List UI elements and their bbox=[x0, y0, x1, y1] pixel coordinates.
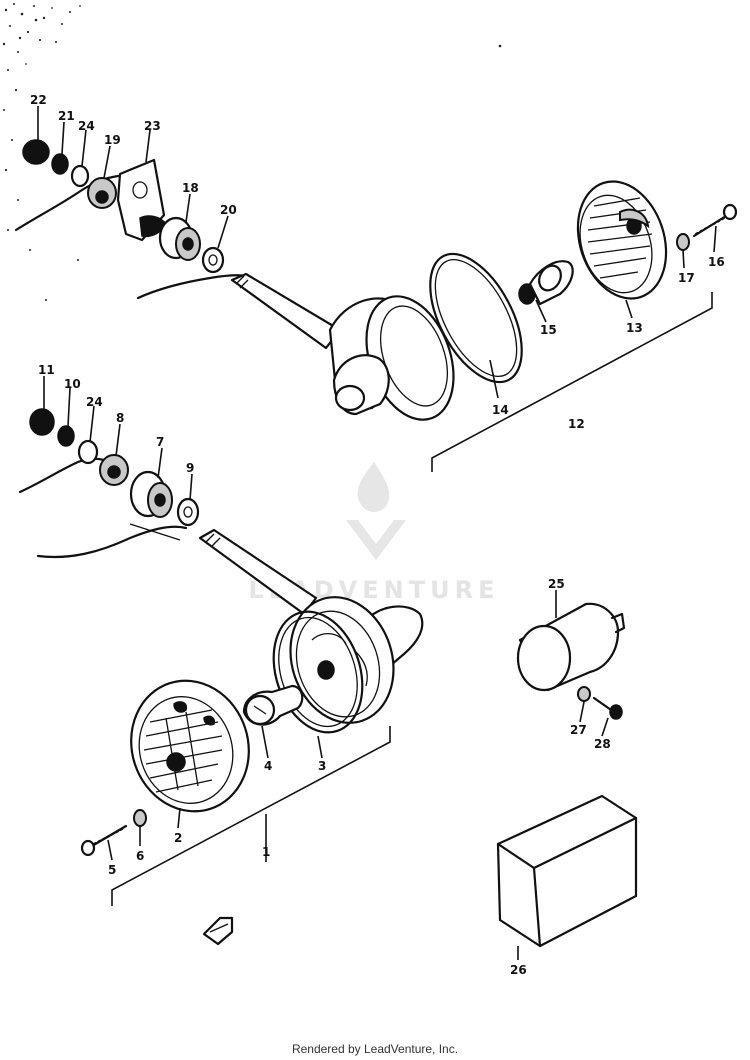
label-17: 17 bbox=[678, 271, 695, 285]
label-18: 18 bbox=[182, 181, 199, 195]
label-23: 23 bbox=[144, 119, 161, 133]
part-25-relay-cap bbox=[516, 624, 572, 692]
part-22-cap bbox=[22, 139, 50, 165]
label-2: 2 bbox=[174, 831, 182, 845]
label-14: 14 bbox=[492, 403, 509, 417]
label-9: 9 bbox=[186, 461, 194, 475]
part-labels: 22 21 24 19 23 18 20 14 15 13 17 16 12 1… bbox=[30, 93, 725, 977]
part-21-nut bbox=[51, 153, 69, 175]
label-24-upper: 24 bbox=[78, 119, 95, 133]
label-13: 13 bbox=[626, 321, 643, 335]
part-24b-washer bbox=[77, 439, 99, 465]
label-20: 20 bbox=[220, 203, 237, 217]
label-24-lower: 24 bbox=[86, 395, 103, 409]
label-27: 27 bbox=[570, 723, 587, 737]
label-10: 10 bbox=[64, 377, 81, 391]
lower-housing-flange bbox=[289, 596, 395, 724]
leader-lines bbox=[37, 106, 717, 960]
part-14-gasket bbox=[429, 252, 523, 384]
footer-credit: Rendered by LeadVenture, Inc. bbox=[291, 1042, 459, 1056]
label-3: 3 bbox=[318, 759, 326, 773]
part-26-box bbox=[496, 794, 638, 948]
part-6-washer bbox=[133, 809, 147, 827]
lower-assembly bbox=[18, 408, 424, 906]
label-26: 26 bbox=[510, 963, 527, 977]
label-16: 16 bbox=[708, 255, 725, 269]
part-11-cap bbox=[29, 408, 55, 436]
part-20-washer bbox=[201, 246, 225, 274]
label-12: 12 bbox=[568, 417, 585, 431]
label-6: 6 bbox=[136, 849, 144, 863]
label-11: 11 bbox=[38, 363, 55, 377]
label-4: 4 bbox=[264, 759, 272, 773]
part-10-nut bbox=[57, 425, 75, 447]
scan-noise bbox=[2, 3, 502, 301]
part-3-gasket bbox=[272, 610, 364, 734]
part-1-bracket-line bbox=[111, 726, 391, 906]
label-25: 25 bbox=[548, 577, 565, 591]
part-27-washer bbox=[577, 686, 591, 702]
part-17-washer bbox=[676, 233, 690, 251]
label-21: 21 bbox=[58, 109, 75, 123]
label-5: 5 bbox=[108, 863, 116, 877]
lower-stem bbox=[198, 528, 318, 616]
front-direction-arrow-icon bbox=[202, 916, 234, 946]
upper-assembly bbox=[14, 139, 738, 472]
label-15: 15 bbox=[540, 323, 557, 337]
part-2-lens bbox=[130, 679, 250, 813]
part-12-bracket-line bbox=[431, 292, 713, 472]
label-22: 22 bbox=[30, 93, 47, 107]
label-19: 19 bbox=[104, 133, 121, 147]
label-28: 28 bbox=[594, 737, 611, 751]
label-1: 1 bbox=[262, 845, 270, 859]
upper-stem bbox=[230, 272, 342, 350]
relay-assembly bbox=[202, 602, 638, 948]
part-9-washer bbox=[176, 497, 200, 527]
label-7: 7 bbox=[156, 435, 164, 449]
label-8: 8 bbox=[116, 411, 124, 425]
part-24-washer bbox=[70, 164, 90, 188]
